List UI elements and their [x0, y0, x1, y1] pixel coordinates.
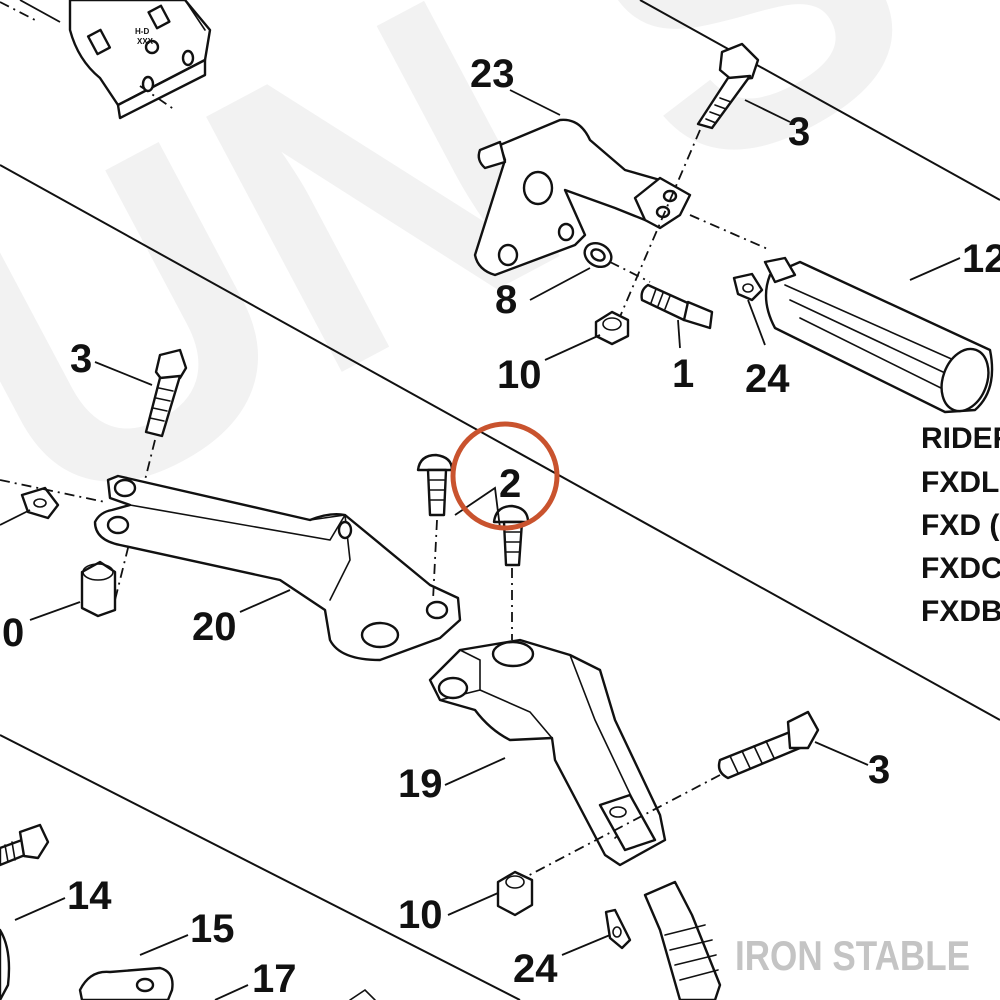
callout-23: 23: [470, 52, 515, 96]
callout-leaders-middle-left: [29, 361, 291, 621]
footpeg-lower: [643, 880, 722, 1000]
model-list: RIDER FXDL ( FXD (C FXDC FXDB: [921, 422, 1000, 628]
footpeg-12: [763, 256, 994, 414]
section-divider-line-bottom: [0, 734, 521, 1000]
nut-10-left: [80, 560, 117, 618]
model-list-item: RIDER: [921, 422, 1000, 455]
bracket-mark-xxx: XXX: [137, 37, 154, 46]
callout-20: 20: [192, 605, 237, 649]
callout-8: 8: [495, 278, 517, 322]
part-15-lever: [78, 966, 174, 1000]
callout-10-left: 0: [2, 611, 24, 655]
callout-1: 1: [672, 352, 694, 396]
callout-24-lower: 24: [513, 947, 558, 991]
washer-8: [583, 241, 613, 269]
bolt-1: [640, 283, 714, 330]
footpeg-bracket-19: [428, 638, 667, 867]
partial-part-left-edge: [0, 928, 11, 1000]
model-list-item: FXD (C: [921, 509, 1000, 542]
partial-part-bottom: [349, 988, 376, 1000]
callout-2: 2: [499, 462, 521, 506]
model-list-item: FXDL (: [921, 466, 1000, 499]
bracket-mark-hd: H-D: [135, 27, 149, 36]
callout-3-left: 3: [70, 337, 92, 381]
clevis-pin-24-upper: [732, 272, 764, 302]
section-divider-line-top: [639, 0, 1000, 201]
highlight-circle: [450, 421, 560, 531]
nut-10-lower: [496, 870, 534, 917]
model-list-item: FXDB: [921, 595, 1000, 628]
bolt-14: [0, 823, 50, 867]
callout-14: 14: [67, 874, 112, 918]
clevis-pin-24-lower: [604, 908, 632, 950]
bolt-3-left: [144, 348, 188, 438]
callout-3-upper: 3: [788, 110, 810, 154]
bolt-3-lower: [717, 710, 820, 780]
callout-10-lower: 10: [398, 893, 443, 937]
callout-12: 12: [962, 237, 1000, 281]
callout-24-upper: 24: [745, 357, 790, 401]
callout-17: 17: [252, 957, 297, 1000]
brand-watermark: IRON STABLE: [735, 932, 970, 979]
top-left-bracket-part: H-D XXX: [0, 0, 212, 120]
screw-2-right: [492, 504, 530, 567]
callout-leaders-upper: [509, 89, 961, 361]
model-list-item: FXDC: [921, 552, 1000, 585]
footpeg-mount-bracket-23: [473, 118, 692, 277]
section-divider-line: [0, 164, 1000, 721]
callout-10-upper: 10: [497, 353, 542, 397]
callout-3-lower: 3: [868, 748, 890, 792]
bolt-3-upper: [696, 42, 760, 130]
callout-2-leader: [454, 486, 501, 529]
callout-numbers: 23 3 12 8 10 1 24 3 2 20 0 19 3 14 15 17…: [2, 52, 1000, 1000]
callout-19: 19: [398, 762, 443, 806]
clevis-pin-left: [20, 486, 60, 520]
mount-bracket-20: [93, 474, 462, 662]
callout-15: 15: [190, 907, 235, 951]
screw-2-left: [416, 453, 454, 517]
